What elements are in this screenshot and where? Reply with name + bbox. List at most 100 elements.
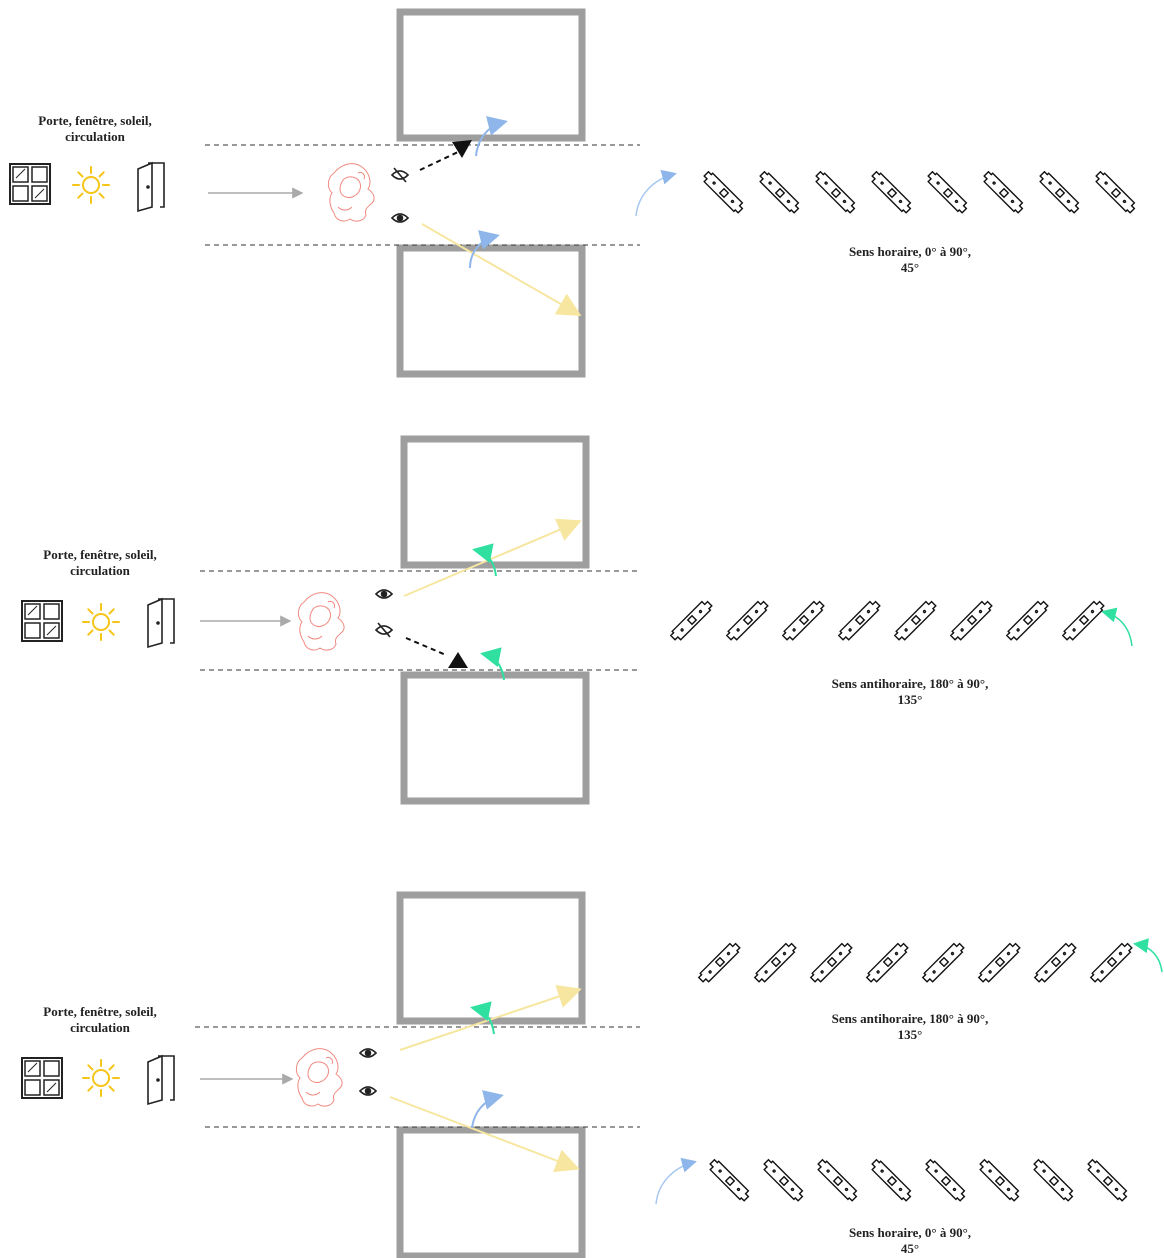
room-bottom [396, 244, 586, 378]
rotation-arrow-blue [471, 1090, 504, 1129]
eye-icon [375, 589, 393, 599]
rotation-arrow-slats [655, 1157, 697, 1205]
room-top [396, 891, 586, 1025]
slat [808, 940, 854, 986]
slat [814, 1157, 860, 1203]
slat [922, 1157, 968, 1203]
blocked-view-line [419, 151, 459, 171]
slat [976, 1157, 1022, 1203]
slat [1084, 1157, 1130, 1203]
slat [696, 940, 742, 986]
rotation-label-line: 45° [900, 1241, 920, 1256]
door-icon [147, 598, 175, 648]
slat [1092, 169, 1138, 215]
rotation-label-line: Sens horaire, 0° à 90°, [848, 1225, 972, 1240]
rotation-arrow-blue [469, 230, 500, 269]
panel-2 [21, 435, 1133, 805]
slat-row-cw [700, 169, 1138, 215]
rotation-label-line: 135° [897, 1027, 923, 1042]
slat [980, 169, 1026, 215]
person-icon [327, 163, 375, 222]
eye-icon [391, 213, 409, 223]
caption-line: Porte, fenêtre, soleil, [38, 113, 152, 128]
room-bottom [396, 1126, 586, 1258]
slat [948, 598, 994, 644]
sun-icon [82, 603, 120, 641]
slat [836, 598, 882, 644]
panel3-rotation-label-top: Sens antihoraire, 180° à 90°, 135° [800, 1011, 1020, 1043]
sun-icon [82, 1059, 120, 1097]
panel2-caption: Porte, fenêtre, soleil, circulation [25, 547, 175, 579]
room-bottom [400, 671, 590, 805]
slat [724, 598, 770, 644]
rotation-arrow-blue [475, 116, 508, 157]
window-icon [9, 163, 51, 205]
sun-icon [72, 166, 110, 204]
caption-line: Porte, fenêtre, soleil, [43, 547, 157, 562]
panel-3 [21, 891, 1163, 1258]
slat [1060, 598, 1106, 644]
rotation-arrow-slats [635, 169, 677, 217]
slat [924, 169, 970, 215]
slat [868, 1157, 914, 1203]
slat [976, 940, 1022, 986]
panel-1 [9, 8, 1138, 378]
rotation-arrow-green [480, 647, 505, 681]
slat [706, 1157, 752, 1203]
rotation-label-line: Sens antihoraire, 180° à 90°, [831, 1011, 989, 1026]
slat-row-ccw [696, 940, 1134, 986]
door-icon [147, 1055, 175, 1105]
slat [756, 169, 802, 215]
slat [1036, 169, 1082, 215]
slat [864, 940, 910, 986]
slat [920, 940, 966, 986]
rotation-arrow-slats [1101, 607, 1133, 647]
rotation-arrow-slats [1133, 938, 1163, 973]
slat-row-cw [706, 1157, 1130, 1203]
slat [1088, 940, 1134, 986]
rotation-arrow-green [470, 1001, 495, 1035]
door-icon [137, 162, 165, 212]
slat [668, 598, 714, 644]
rotation-label-line: 45° [900, 260, 920, 275]
blocked-view-line [405, 637, 447, 656]
slat [812, 169, 858, 215]
person-icon [297, 592, 345, 651]
caption-line: circulation [70, 563, 130, 578]
caption-line: circulation [65, 129, 125, 144]
rotation-label-line: 135° [897, 692, 923, 707]
person-icon [295, 1048, 343, 1107]
slat [868, 169, 914, 215]
panel2-rotation-label: Sens antihoraire, 180° à 90°, 135° [800, 676, 1020, 708]
rotation-arrow-green [472, 543, 497, 577]
slat [752, 940, 798, 986]
panel3-caption: Porte, fenêtre, soleil, circulation [25, 1004, 175, 1036]
slat [780, 598, 826, 644]
blocked-view-marker [452, 140, 472, 158]
eye-icon [359, 1086, 377, 1096]
eye-off-icon [391, 167, 409, 183]
room-top [400, 435, 590, 569]
caption-line: circulation [70, 1020, 130, 1035]
window-icon [21, 600, 63, 642]
sun-ray [389, 1096, 580, 1173]
slat [892, 598, 938, 644]
sun-ray [421, 223, 582, 316]
slat [760, 1157, 806, 1203]
blocked-view-marker [448, 652, 468, 668]
eye-off-icon [375, 622, 393, 638]
panel1-caption: Porte, fenêtre, soleil, circulation [20, 113, 170, 145]
slat [1032, 940, 1078, 986]
window-icon [21, 1057, 63, 1099]
eye-icon [359, 1048, 377, 1058]
slat [700, 169, 746, 215]
slat [1030, 1157, 1076, 1203]
caption-line: Porte, fenêtre, soleil, [43, 1004, 157, 1019]
slat [1004, 598, 1050, 644]
room-top [396, 8, 586, 142]
panel3-rotation-label-bottom: Sens horaire, 0° à 90°, 45° [810, 1225, 1010, 1257]
slat-row-ccw [668, 598, 1106, 644]
panel1-rotation-label: Sens horaire, 0° à 90°, 45° [810, 244, 1010, 276]
rotation-label-line: Sens antihoraire, 180° à 90°, [831, 676, 989, 691]
